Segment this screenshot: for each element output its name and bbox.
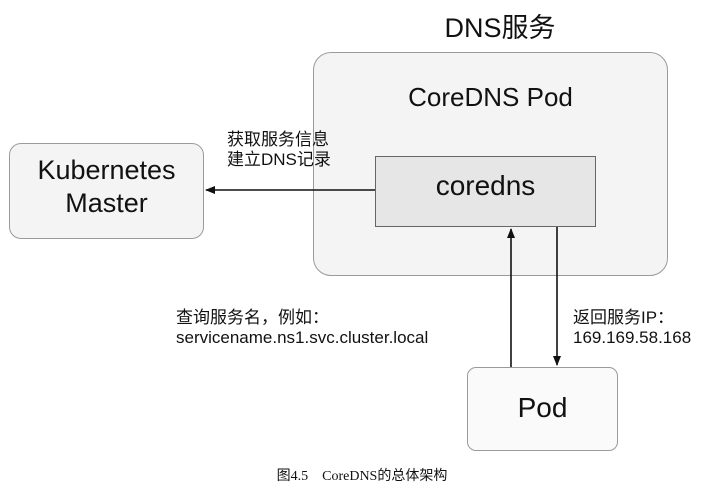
query-service-name-line2: servicename.ns1.svc.cluster.local (176, 328, 429, 347)
kubernetes-master-line2: Master (65, 188, 148, 218)
return-service-ip-line2: 169.169.58.168 (573, 328, 692, 347)
fetch-service-info-label: 获取服务信息 建立DNS记录 (227, 130, 331, 170)
query-service-name-label: 查询服务名，例如： servicename.ns1.svc.cluster.lo… (176, 308, 428, 348)
client-pod-label: Pod (517, 392, 568, 423)
fetch-service-info-line1: 获取服务信息 (227, 130, 329, 149)
dns-service-title: DNS服务 (444, 13, 556, 43)
fetch-service-info-line2: 建立DNS记录 (227, 150, 331, 169)
return-service-ip-line1: 返回服务IP： (573, 308, 675, 327)
query-service-name-line1: 查询服务名，例如： (176, 308, 329, 327)
kubernetes-master-label: Kubernetes Master (9, 154, 204, 220)
coredns-container-box (375, 156, 596, 227)
return-service-ip-label: 返回服务IP： 169.169.58.168 (573, 308, 691, 348)
coredns-pod-title: CoreDNS Pod (408, 82, 573, 112)
figure-caption: 图4.5 CoreDNS的总体架构 (276, 469, 448, 484)
client-pod-box (467, 367, 618, 451)
coredns-container-label: coredns (435, 170, 536, 201)
kubernetes-master-line1: Kubernetes (37, 155, 176, 185)
kubernetes-master-box (9, 143, 204, 239)
